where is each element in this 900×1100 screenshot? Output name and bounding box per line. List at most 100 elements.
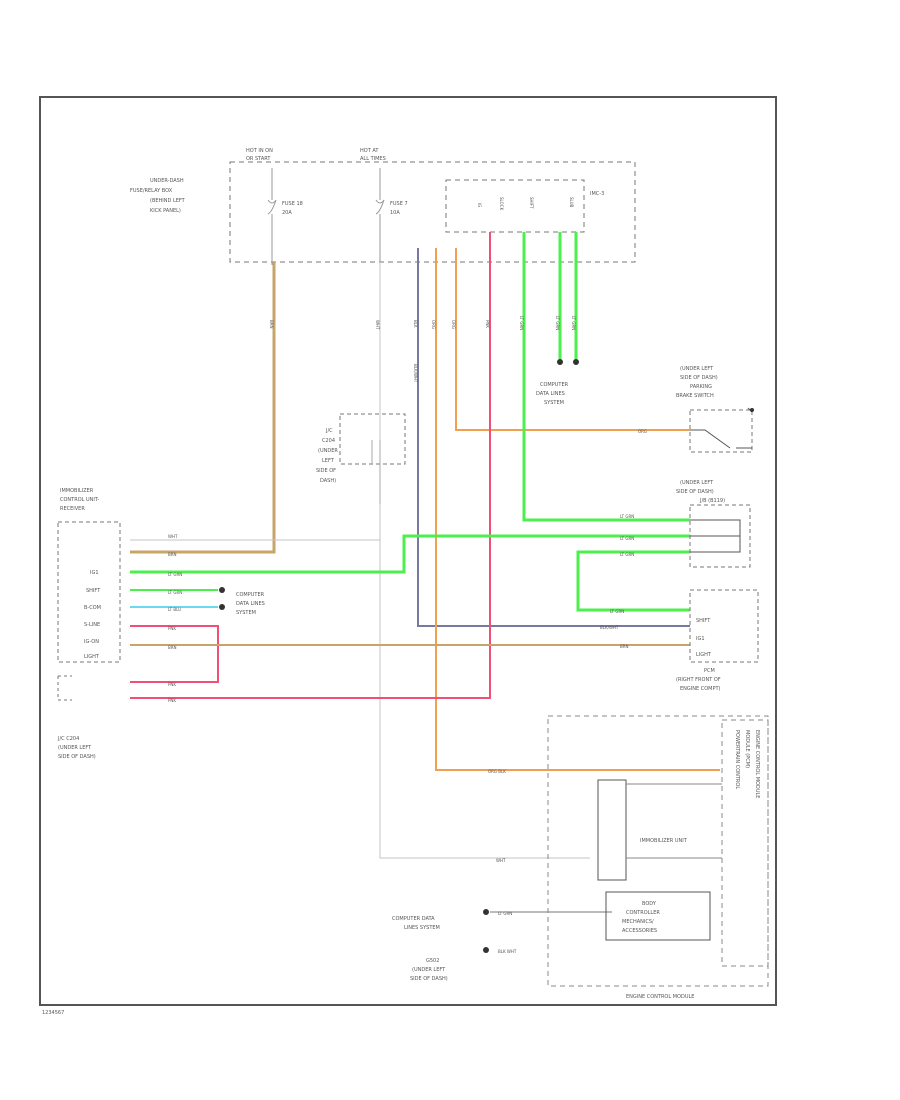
pcm-side-text-3: ENGINE CONTROL MODULE (754, 730, 760, 798)
cds-mid-arrow-icon-1 (219, 587, 225, 593)
body-ctrl-4: ACCESSORIES (622, 928, 657, 934)
conn-right-ig1: IG1 (696, 636, 705, 642)
imc3-label: IMC-3 (590, 191, 604, 197)
cds-top-1: COMPUTER (540, 382, 569, 388)
brake-label-3: PARKING (690, 384, 712, 390)
jc-left-5: SIDE OF (316, 468, 336, 474)
immobilizer-ecu-box (57, 521, 121, 663)
tag-ecu5: LT BLU (168, 607, 181, 612)
ecu-pin-shift: SHIFT (86, 588, 101, 594)
diagram-frame (39, 96, 777, 1006)
jb-right-link (690, 519, 741, 553)
brake-label-2: SIDE OF DASH) (680, 375, 718, 381)
pcm-side-box (721, 719, 769, 967)
wire-pink-slock (130, 232, 491, 699)
body-ctrl-2: CONTROLLER (626, 910, 660, 916)
pcm-label-2: (RIGHT FRONT OF (676, 677, 721, 683)
brake-switch-ground-icon (750, 408, 754, 412)
wire-orange-brake (455, 248, 690, 431)
tag-brn-vert: BRN (269, 320, 274, 329)
cds-top-3: SYSTEM (544, 400, 564, 406)
jc-left-1: J/C (325, 428, 333, 434)
cds-mid-arrow-icon-2 (219, 604, 225, 610)
conn-right-shift: SHIFT (696, 618, 711, 624)
tag-pcm-wht: WHT (496, 858, 506, 863)
tag-ecu6: PNK (168, 626, 176, 631)
tag-ecu4: LT GRN (168, 590, 182, 595)
jc-bottom-outline (57, 675, 72, 701)
body-ctrl-1: BODY (642, 901, 657, 907)
tag-ltgrn-vert: LT GRN (519, 316, 524, 330)
body-ctrl-3: MECHANICS/ (622, 919, 654, 925)
ecu-title-1: IMMOBILIZER (60, 488, 94, 494)
brake-switch-box (689, 409, 753, 453)
tag-pcm-org: ORG BLK (488, 769, 506, 774)
jc-bottom-1: J/C C204 (57, 736, 79, 742)
hot-all-label-2: ALL TIMES (360, 156, 386, 162)
wire-brown-ig (130, 262, 276, 554)
imc3-pin-ig: IG (477, 203, 482, 207)
brake-label-1: (UNDER LEFT (680, 366, 714, 372)
g502-2: (UNDER LEFT (412, 967, 446, 973)
jc-bottom-3: SIDE OF DASH) (58, 754, 96, 760)
imc3-pin-shift: SHIFT (529, 197, 534, 209)
cds-bottom-arrow-icon (483, 909, 489, 915)
tag-r3: LT GRN (620, 552, 634, 557)
imc3-pin-slub: SLUB (569, 197, 574, 207)
fuse2-label-1: FUSE 7 (390, 201, 408, 207)
ecu-pin-bcom: B-COM (84, 605, 101, 611)
jc-c204-lines (371, 440, 381, 504)
tag-ltgrn-pair-b: LT GRN (571, 316, 576, 330)
cds-top-2: DATA LINES (536, 391, 565, 397)
cds-bottom-1: COMPUTER DATA (392, 916, 435, 922)
immobilizer-unit-label: IMMOBILIZER UNIT (640, 838, 688, 844)
jb-label-3: J/B (B119) (699, 498, 725, 504)
cds-top-arrow-icon-2 (573, 359, 579, 365)
hot-run-label-2: OR START (246, 156, 271, 162)
tag-org-brake-horiz: ORG (638, 429, 647, 434)
fuse2-symbol (375, 168, 385, 265)
fuse1-symbol (267, 168, 277, 265)
ecu-pin-ig1: IG1 (90, 570, 99, 576)
g502-1: G502 (426, 958, 439, 964)
jc-left-3: (UNDER (318, 448, 338, 454)
tag-ecu2: BRN (168, 552, 177, 557)
pcm-side-text-1: POWERTRAIN CONTROL (734, 730, 740, 789)
fuse-box-label-1: UNDER-DASH (150, 178, 184, 184)
jb-label-1: (UNDER LEFT (680, 480, 714, 486)
imc3-connector-outline (445, 179, 585, 233)
fuse1-label-2: 20A (282, 210, 292, 216)
tag-g502: BLK WHT (498, 949, 517, 954)
tag-r2: LT GRN (620, 536, 634, 541)
hot-run-label-1: HOT IN ON (246, 148, 273, 154)
pcm-side-text-2: MODULE (PCM) (744, 730, 750, 768)
footer-code: 1234567 (42, 1010, 64, 1016)
ecu-title-3: RECEIVER (60, 506, 85, 512)
fuse-box-label-2: FUSE/RELAY BOX (130, 188, 173, 194)
conn-right-light: LIGHT (696, 652, 712, 658)
tag-r5: BLK/WHT (600, 625, 619, 630)
tag-r4: LT GRN (610, 609, 624, 614)
ecu-title-2: CONTROL UNIT- (60, 497, 99, 503)
immobilizer-unit-box (597, 779, 627, 881)
tag-ecu3: LT GRN (168, 572, 182, 577)
wire-green-shift (522, 232, 690, 522)
fuse2-label-2: 10A (390, 210, 400, 216)
ecm-label: ENGINE CONTROL MODULE (626, 994, 694, 1000)
tag-ecu8: PNK (168, 682, 176, 687)
body-controller-box (605, 891, 711, 941)
jc-bottom-2: (UNDER LEFT (58, 745, 92, 751)
cds-mid-1: COMPUTER (236, 592, 265, 598)
pcm-label-3: ENGINE COMPT) (680, 686, 721, 692)
fuse-box-label-3: (BEHIND LEFT (150, 198, 186, 204)
tag-ecu7: BRN (168, 645, 177, 650)
cds-bottom-2: LINES SYSTEM (404, 925, 440, 931)
tag-org-brake-vert: ORG (451, 320, 456, 329)
ecu-pin-light: LIGHT (84, 654, 100, 660)
wire-pink-loop (130, 625, 219, 683)
brake-label-4: BRAKE SWITCH (676, 393, 714, 399)
tag-r1: LT GRN (620, 514, 634, 519)
wire-blk-wht (417, 248, 690, 627)
tag-wht-vert: WHT (375, 320, 380, 330)
